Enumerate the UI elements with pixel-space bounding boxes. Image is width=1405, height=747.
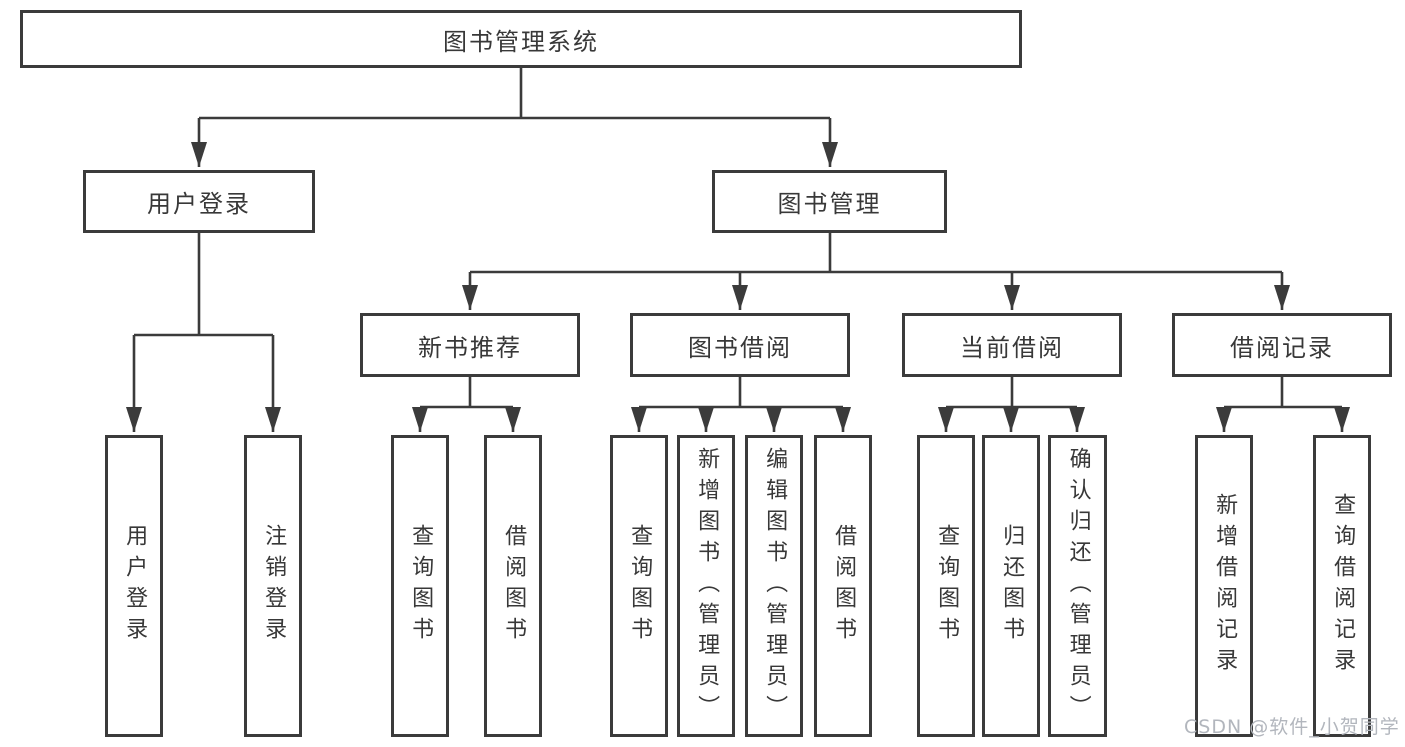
leaf-borrow-books-label: 借阅图书: [831, 524, 857, 648]
leaf-query-books-current: 查询图书: [917, 435, 975, 737]
leaf-borrow-books-recommend-label: 借阅图书: [501, 524, 527, 648]
leaf-user-login-label: 用户登录: [122, 524, 148, 648]
leaf-logout-label: 注销登录: [261, 524, 287, 648]
watermark: CSDN @软件_小贺同学: [1184, 712, 1400, 739]
leaf-borrow-books-recommend: 借阅图书: [484, 435, 542, 737]
leaf-confirm-return-admin-label: 确认归还（管理员）: [1065, 446, 1091, 726]
leaf-add-borrow-record: 新增借阅记录: [1195, 435, 1253, 737]
leaf-confirm-return-admin: 确认归还（管理员）: [1048, 435, 1107, 737]
node-book-management: 图书管理: [712, 170, 947, 233]
node-user-login-label: 用户登录: [147, 190, 251, 218]
leaf-return-book-label: 归还图书: [999, 524, 1025, 648]
node-root: 图书管理系统: [20, 10, 1022, 68]
leaf-query-borrow-record-label: 查询借阅记录: [1330, 493, 1356, 679]
node-current-borrow-label: 当前借阅: [960, 333, 1064, 362]
node-borrow-records: 借阅记录: [1172, 313, 1392, 377]
node-root-label: 图书管理系统: [443, 27, 599, 56]
node-book-management-label: 图书管理: [777, 190, 882, 218]
leaf-query-borrow-record: 查询借阅记录: [1313, 435, 1371, 737]
leaf-add-book-admin: 新增图书（管理员）: [677, 435, 735, 737]
leaf-edit-book-admin: 编辑图书（管理员）: [745, 435, 803, 737]
node-borrow-records-label: 借阅记录: [1230, 333, 1334, 362]
leaf-query-books-borrow: 查询图书: [610, 435, 668, 737]
leaf-edit-book-admin-label: 编辑图书（管理员）: [762, 446, 788, 726]
leaf-return-book: 归还图书: [982, 435, 1040, 737]
leaf-add-borrow-record-label: 新增借阅记录: [1212, 493, 1238, 679]
node-book-borrow-label: 图书借阅: [688, 333, 792, 362]
node-current-borrow: 当前借阅: [902, 313, 1122, 377]
leaf-query-books-recommend-label: 查询图书: [408, 524, 434, 648]
node-new-book-recommend-label: 新书推荐: [418, 333, 522, 362]
leaf-add-book-admin-label: 新增图书（管理员）: [694, 446, 720, 726]
node-user-login: 用户登录: [83, 170, 315, 233]
leaf-query-books-current-label: 查询图书: [934, 524, 960, 648]
leaf-borrow-books: 借阅图书: [814, 435, 872, 737]
leaf-user-login: 用户登录: [105, 435, 163, 737]
leaf-query-books-borrow-label: 查询图书: [627, 524, 653, 648]
node-book-borrow: 图书借阅: [630, 313, 850, 377]
node-new-book-recommend: 新书推荐: [360, 313, 580, 377]
leaf-logout: 注销登录: [244, 435, 302, 737]
watermark-text: CSDN @软件_小贺同学: [1184, 716, 1400, 738]
leaf-query-books-recommend: 查询图书: [391, 435, 449, 737]
